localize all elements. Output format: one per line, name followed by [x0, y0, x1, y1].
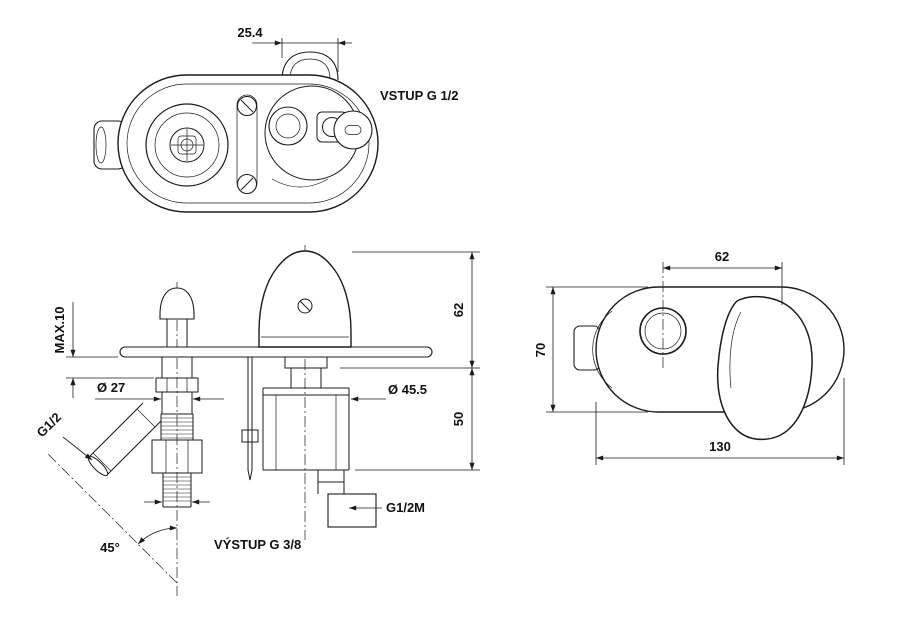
- left-outlet-column: [151, 357, 203, 508]
- side-lever-handle: [716, 295, 813, 441]
- dia27-label: Ø 27: [97, 380, 125, 395]
- side-dim-70: 70: [533, 286, 648, 413]
- handle-screw-icon: [297, 298, 313, 314]
- dim-25-4-label: 25.4: [237, 25, 263, 40]
- top-view: 25.4 VSTUP G 1/2: [93, 25, 459, 213]
- side-view: 62 70 130: [533, 249, 845, 465]
- diverter-pull-rod: [241, 357, 259, 481]
- front-label-outlet: VÝSTUP G 3/8: [144, 499, 301, 552]
- side-dim62-label: 62: [715, 249, 729, 264]
- dome-collar: [284, 357, 328, 369]
- thread-hatch-upper: [161, 417, 193, 439]
- g12m-label: G1/2M: [386, 500, 425, 515]
- max10-label: MAX.10: [52, 307, 67, 354]
- front-label-g12m: G1/2M: [349, 500, 425, 515]
- mixer-handle-dome: [258, 250, 352, 348]
- front-dim-dia455: Ø 45.5: [351, 382, 427, 402]
- dim-62-label: 62: [451, 303, 466, 317]
- dim-50-label: 50: [451, 412, 466, 426]
- side-dim130-label: 130: [709, 439, 731, 454]
- top-diverter-knob: [145, 103, 229, 187]
- inlet-label: VSTUP G 1/2: [380, 88, 459, 103]
- front-view: 62 50 MAX.10 Ø 27 Ø 45.5 G1/2: [34, 245, 480, 596]
- front-dim-dia27: Ø 27: [95, 380, 224, 402]
- cartridge-body: [262, 368, 377, 528]
- front-dim-angle45: 45°: [100, 525, 178, 555]
- top-dim-25-4: 25.4: [237, 25, 352, 72]
- front-dim-62-50: 62 50: [340, 251, 480, 471]
- side-body-inner-arc: [592, 310, 613, 389]
- shower-outlet-block: [327, 493, 377, 528]
- front-dim-max10: MAX.10: [52, 302, 154, 398]
- outlet-label: VÝSTUP G 3/8: [214, 537, 301, 552]
- side-dim-130: 130: [595, 378, 845, 465]
- side-dim70-label: 70: [533, 343, 548, 357]
- top-cartridge-assembly: [264, 85, 373, 188]
- top-body-inner-outline: [126, 83, 370, 204]
- top-screw-bracket: [236, 94, 258, 195]
- top-cartridge-bump: [281, 51, 339, 81]
- mounting-plate: [119, 346, 433, 358]
- dia455-label: Ø 45.5: [388, 382, 427, 397]
- side-dim-62: 62: [663, 249, 783, 305]
- diverter-knob: [159, 287, 195, 347]
- front-label-g12: G1/2: [34, 410, 93, 461]
- angle-label: 45°: [100, 540, 120, 555]
- angled-spout: [87, 402, 162, 477]
- thread-hatch-lower: [163, 476, 191, 502]
- centerline-spout-45: [47, 453, 178, 584]
- g12-label: G1/2: [34, 410, 65, 441]
